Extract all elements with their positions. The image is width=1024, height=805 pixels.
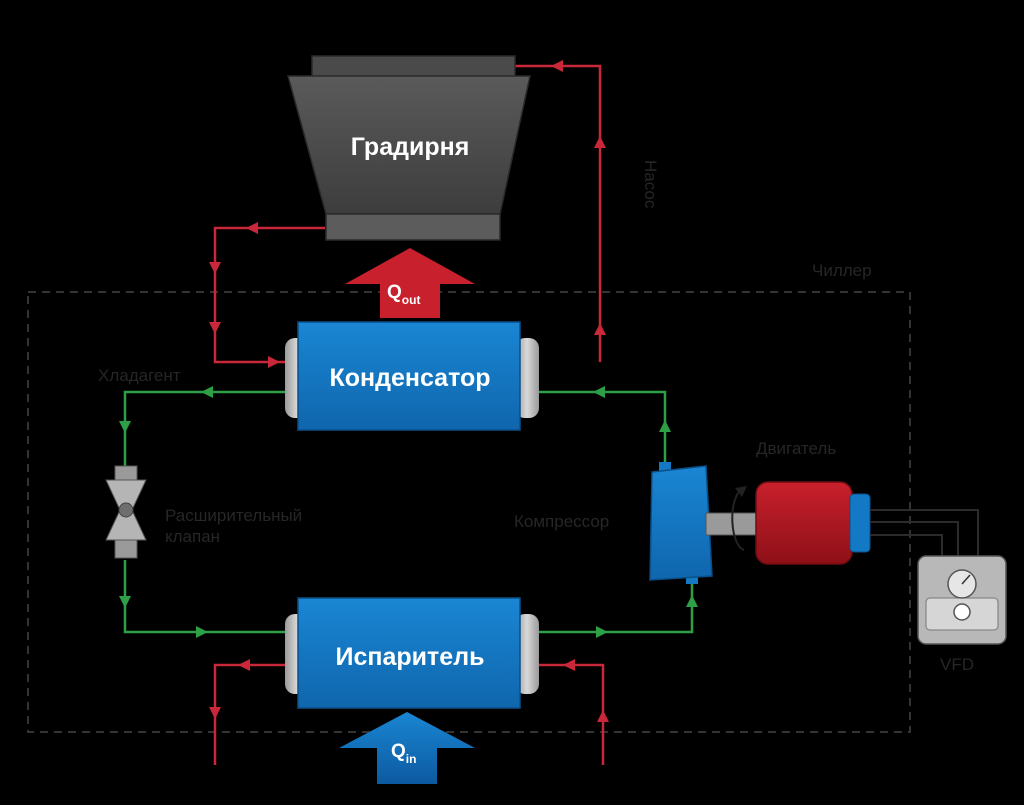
evaporator: Испаритель <box>285 597 539 709</box>
refrigerant-arrow <box>201 386 213 398</box>
expansion-valve-label-line2: клапан <box>165 527 220 546</box>
vfd-gauge-needle <box>961 574 971 585</box>
chilled-water-return-line <box>538 663 605 765</box>
cooling-tower-label: Градирня <box>351 133 470 161</box>
cooling-tower-basin <box>325 213 501 241</box>
expansion-valve <box>105 465 147 559</box>
water-flow-arrows <box>209 60 609 722</box>
condenser-water-circuit <box>213 64 602 364</box>
refrigerant-suction-line <box>538 580 694 634</box>
refrigerant-label: Хладагент <box>98 366 181 385</box>
heat-out-label: Qout <box>387 282 420 307</box>
water-arrow <box>209 707 221 719</box>
vfd-wire <box>870 534 943 556</box>
motor-body <box>755 481 853 565</box>
compressor <box>649 462 713 584</box>
tower-return-line <box>213 226 325 364</box>
heat-in-subscript: in <box>406 752 417 766</box>
valve-top-cap <box>114 465 138 481</box>
refrigerant-arrow <box>196 626 208 638</box>
water-arrow <box>563 659 575 671</box>
compressor-bottom-port <box>686 574 698 584</box>
evaporator-body <box>297 597 521 709</box>
drive-shaft <box>705 486 757 551</box>
rotation-arrow <box>731 489 745 551</box>
refrigerant-discharge-line <box>538 390 667 465</box>
cooling-tower: Градирня <box>287 55 531 241</box>
water-arrow <box>594 136 606 148</box>
water-arrow <box>551 60 563 72</box>
water-arrow <box>594 323 606 335</box>
valve-bottom-cap <box>114 539 138 559</box>
compressor-label: Компрессор <box>514 512 609 531</box>
vfd-wiring <box>870 509 979 556</box>
refrigerant-valve-outlet <box>123 560 290 634</box>
refrigerant-arrow <box>686 595 698 607</box>
refrigerant-arrow <box>596 626 608 638</box>
water-arrow <box>238 659 250 671</box>
vfd-wire <box>870 521 959 556</box>
water-arrow <box>597 710 609 722</box>
heat-out-subscript: out <box>402 293 421 307</box>
chiller-label: Чиллер <box>812 261 872 280</box>
refrigerant-arrow <box>119 596 131 608</box>
heat-out-symbol: Q <box>387 282 402 303</box>
valve-center <box>118 502 134 518</box>
evaporator-label: Испаритель <box>336 643 485 671</box>
compressor-body <box>649 465 713 581</box>
water-pump-label: Насос <box>641 160 660 209</box>
vfd <box>917 555 1007 645</box>
condenser: Конденсатор <box>285 321 539 431</box>
chilled-water-circuit <box>213 663 605 765</box>
vfd-knob <box>953 603 971 621</box>
refrigerant-liquid-line <box>123 390 290 468</box>
refrigerant-arrow <box>593 386 605 398</box>
cooling-tower-top <box>311 55 516 79</box>
refrigerant-arrow <box>119 421 131 433</box>
heat-in-symbol: Q <box>391 741 406 762</box>
heat-in-label: Qin <box>391 741 416 766</box>
refrigerant-arrow <box>659 420 671 432</box>
water-arrow <box>246 222 258 234</box>
motor-label: Двигатель <box>756 439 836 458</box>
refrigerant-flow-arrows <box>119 386 698 638</box>
water-arrow <box>209 322 221 334</box>
water-arrow <box>268 356 280 368</box>
condenser-right-cap <box>515 338 539 418</box>
shaft <box>705 512 757 536</box>
rotation-arrowhead <box>735 486 747 497</box>
condenser-label: Конденсатор <box>329 364 490 392</box>
chiller-boundary <box>27 291 911 733</box>
chilled-water-supply-line <box>213 663 290 765</box>
refrigerant-circuit <box>123 390 694 634</box>
tower-supply-line <box>515 64 602 362</box>
vfd-wire <box>870 509 979 556</box>
motor <box>755 481 871 565</box>
heat-out-arrow-shape <box>345 248 475 318</box>
heat-in-arrow: Qin <box>339 712 475 784</box>
evaporator-right-cap <box>515 614 539 694</box>
compressor-top-port <box>659 462 671 472</box>
vfd-label: VFD <box>940 655 974 674</box>
heat-in-arrow-shape <box>339 712 475 784</box>
heat-out-arrow: Qout <box>345 248 475 318</box>
expansion-valve-label-line1: Расширительный <box>165 506 302 525</box>
motor-end-cap <box>849 493 871 553</box>
condenser-body <box>297 321 521 431</box>
water-arrow <box>209 262 221 274</box>
